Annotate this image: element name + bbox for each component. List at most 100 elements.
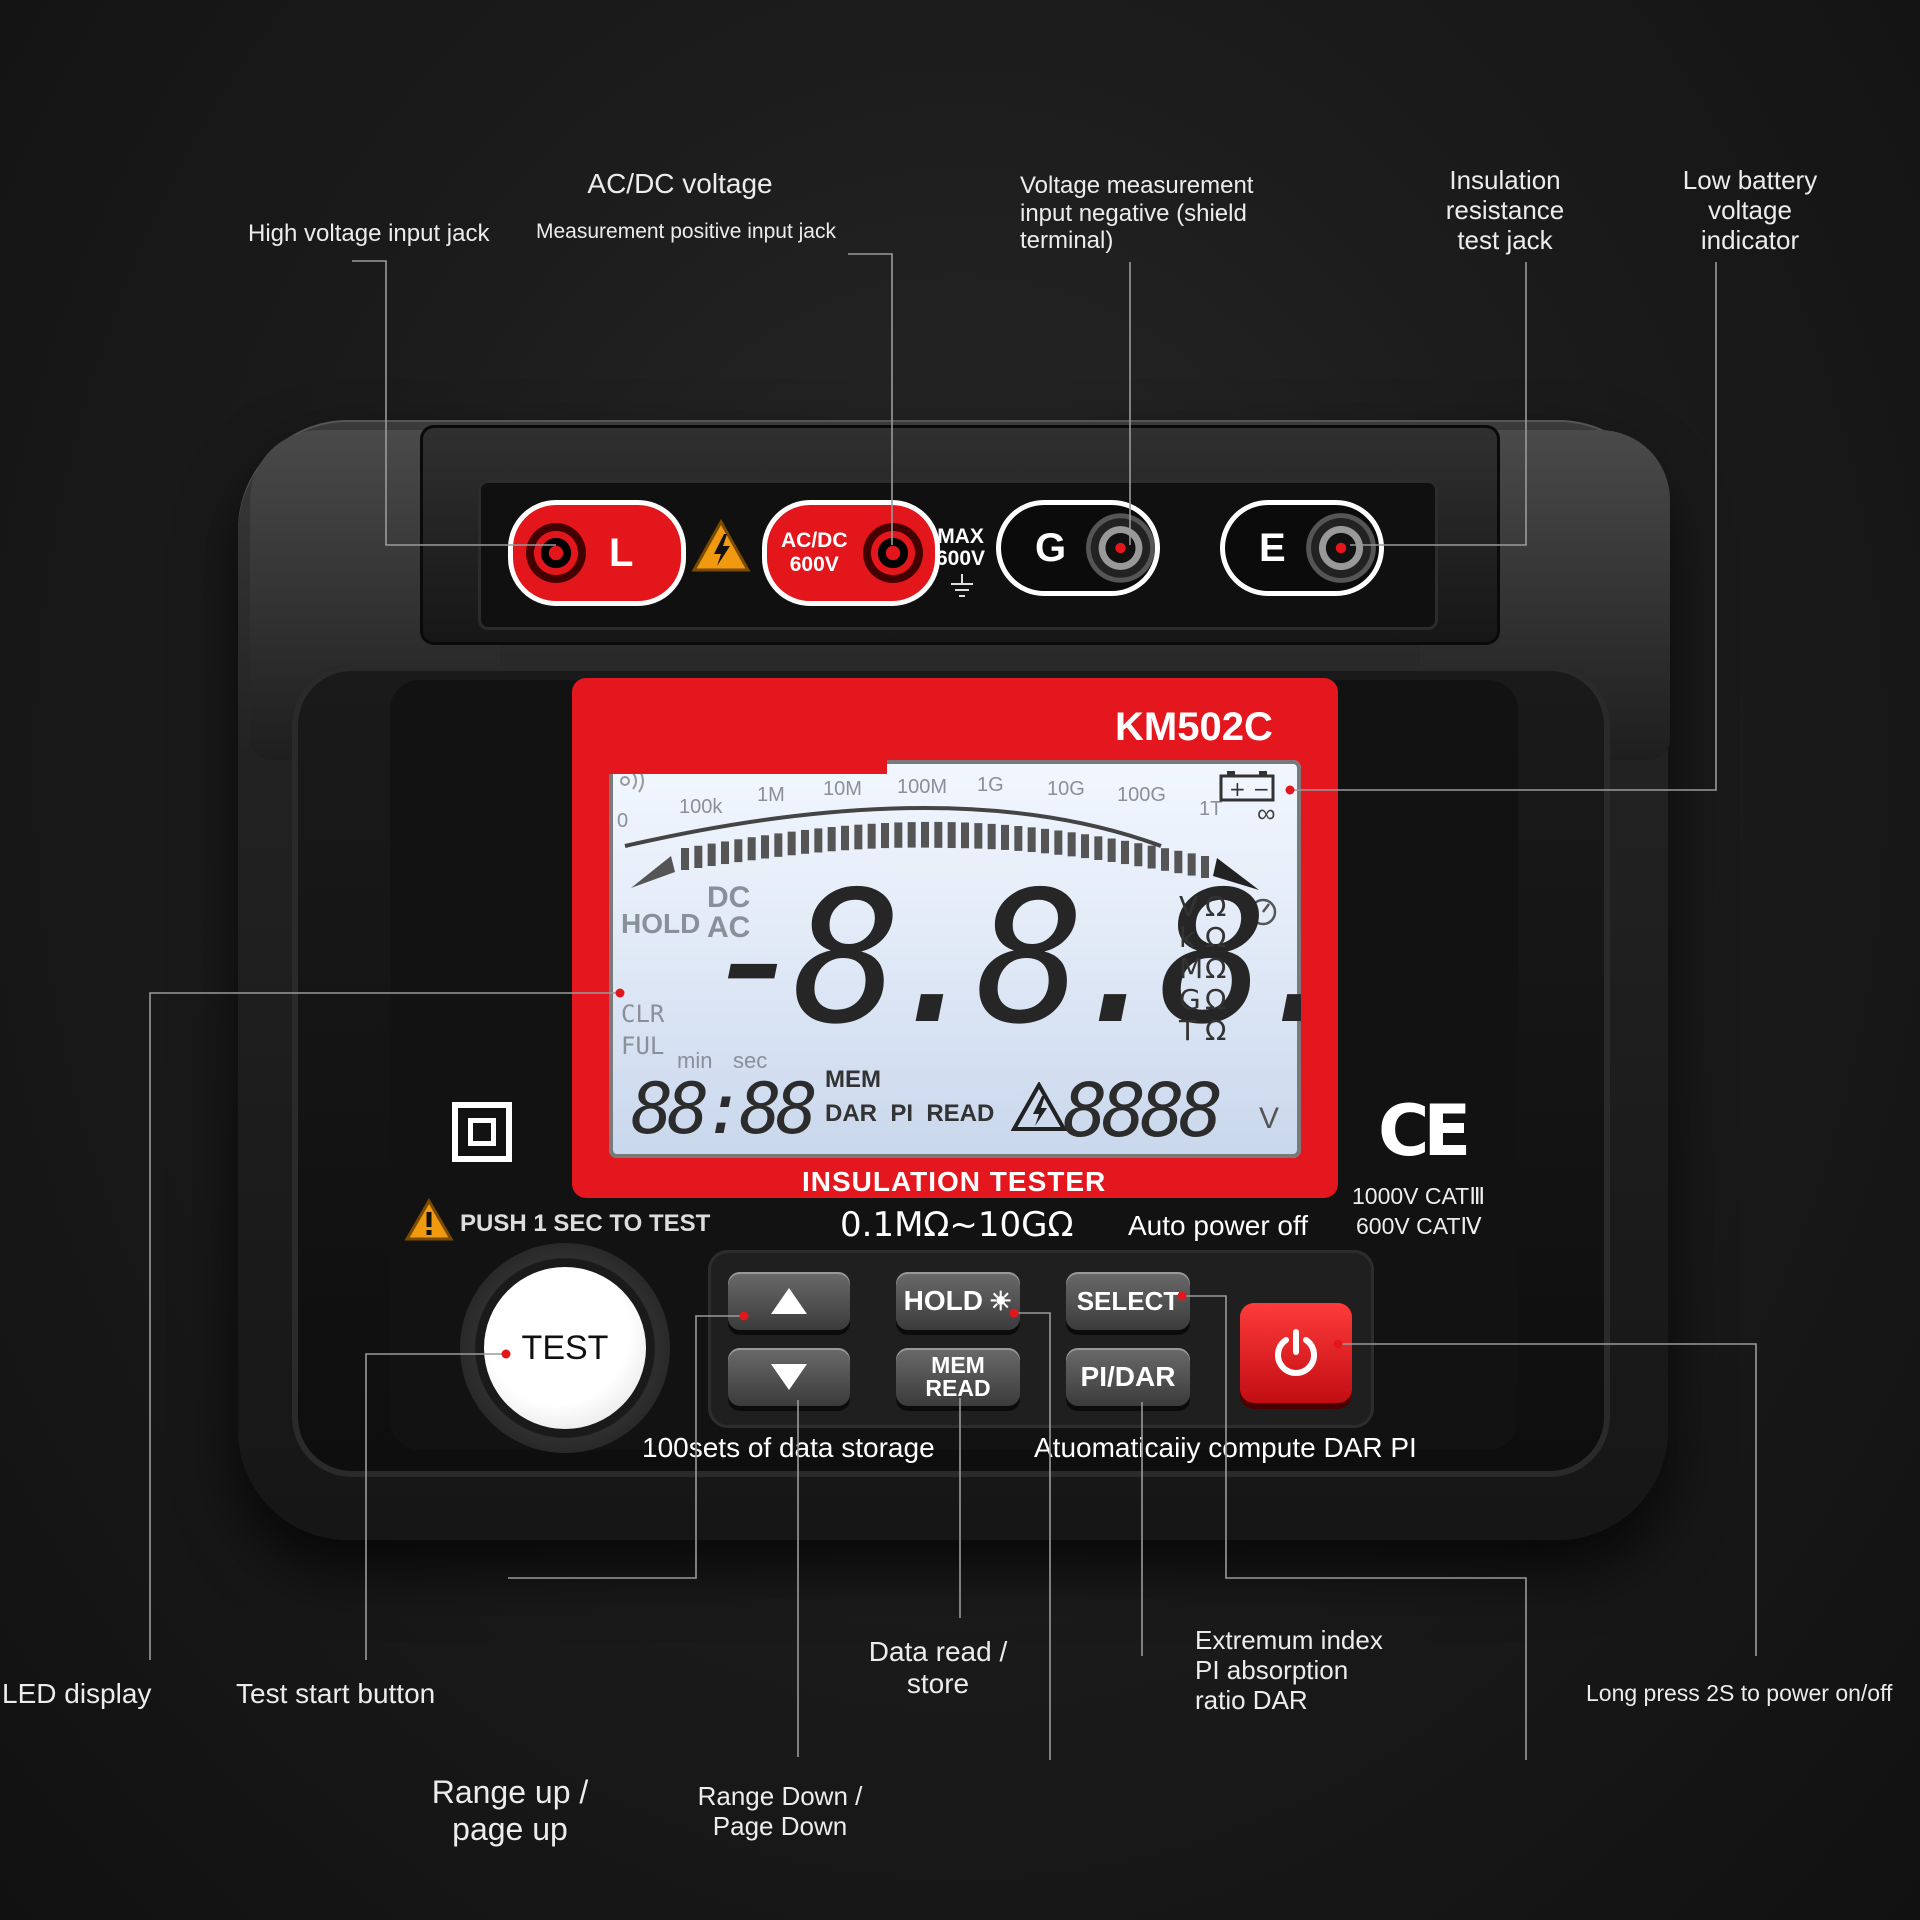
ann-power: Long press 2S to power on/off [1586, 1680, 1893, 1706]
dot-up [739, 1311, 749, 1321]
bar-segment [987, 823, 996, 850]
ann-data-read-2: store [906, 1668, 970, 1700]
ann-data-read: Data read / store [838, 1636, 1038, 1700]
ann-insulation-3: test jack [1457, 224, 1553, 255]
bar-segment [867, 823, 876, 849]
ann-range-down-1: Range Down / [697, 1781, 863, 1811]
scale-label: 1G [977, 774, 1004, 796]
e-label: E [1259, 525, 1286, 570]
scale-zero: 0 [617, 810, 629, 832]
unit-symbol: Ω [1205, 983, 1227, 1016]
ann-battery-3: indicator [1700, 224, 1800, 255]
bar-segment [1054, 830, 1063, 855]
bar-segment [881, 823, 889, 849]
power-icon [1275, 1329, 1317, 1376]
test-button[interactable]: TEST [484, 1267, 646, 1429]
l-jack: L [508, 500, 686, 606]
unit-symbol: Ω [1205, 952, 1227, 985]
insulation-tester-label: INSULATION TESTER [802, 1166, 1107, 1197]
voltage-unit: V [1259, 1102, 1280, 1135]
bar-segment [707, 843, 716, 867]
bar-segment [961, 822, 969, 849]
dc-indicator: DC [707, 881, 751, 914]
bar-segment [1014, 826, 1023, 851]
g-label: G [1035, 525, 1067, 570]
battery-icon: + − [1219, 771, 1275, 802]
bar-segment [1161, 848, 1169, 871]
dar-pi-read-indicator: DAR PI READ [825, 1100, 995, 1127]
unit-symbol: M [1179, 952, 1204, 985]
range-up-button[interactable] [728, 1272, 850, 1330]
power-button[interactable] [1240, 1303, 1352, 1403]
bar-segment [1067, 832, 1076, 857]
read-button-label: READ [925, 1375, 991, 1401]
arrow-down-icon [771, 1364, 807, 1390]
bar-segment [787, 831, 796, 856]
ann-extremum-1: Extremum index [1195, 1625, 1383, 1655]
ann-range-down: Range Down / Page Down [680, 1781, 880, 1842]
pi-dar-button[interactable]: PI/DAR [1066, 1348, 1190, 1406]
ann-voltage-negative: Voltage measurement input negative (shie… [1020, 172, 1253, 255]
bar-segment [1107, 838, 1116, 862]
model-name: KM502C [1115, 705, 1273, 749]
bar-segment [1001, 824, 1009, 850]
scale-label: 100k [679, 796, 723, 818]
range-down-button[interactable] [728, 1348, 850, 1406]
ann-voltage-negative-3: terminal) [1020, 227, 1114, 255]
e-jack: E [1220, 500, 1384, 596]
mem-button-label: MEM [931, 1352, 985, 1378]
ann-insulation-2: resistance [1445, 194, 1565, 225]
bar-segment [1094, 836, 1103, 860]
backlight-icon: ☀ [989, 1286, 1013, 1316]
bar-segment [814, 828, 823, 853]
bar-segment [1187, 853, 1196, 876]
select-button[interactable]: SELECT [1066, 1272, 1190, 1330]
ann-battery-1: Low battery [1682, 165, 1818, 195]
scale-infinity: ∞ [1257, 798, 1276, 828]
bar-segment [974, 823, 983, 849]
bar-segment [801, 829, 809, 854]
bar-segment [1134, 843, 1143, 867]
ann-high-voltage: High voltage input jack [248, 220, 490, 247]
scale-label: 100G [1117, 784, 1166, 806]
ann-low-battery: Low battery voltage indicator [1650, 165, 1850, 256]
l-socket [521, 518, 591, 588]
ground-icon [951, 574, 973, 597]
max-voltage-label: MAX 600V [936, 525, 986, 571]
bar-segment [774, 833, 783, 857]
ann-extremum: Extremum index PI absorption ratio DAR [1195, 1625, 1383, 1716]
mem-read-button[interactable]: MEM READ [896, 1348, 1020, 1406]
ann-insulation-jack: Insulation resistance test jack [1400, 165, 1610, 256]
clr-indicator: CLR [621, 1000, 665, 1028]
ann-range-up-1: Range up / [431, 1774, 589, 1810]
ann-acdc-sub: Measurement positive input jack [536, 220, 836, 243]
ann-acdc-title: AC/DC voltage [587, 168, 773, 199]
ann-range-down-2: Page Down [712, 1810, 848, 1841]
scale-label: 1M [757, 784, 785, 806]
bar-segment [934, 821, 943, 848]
sec-label: sec [733, 1048, 768, 1073]
dot-select [1177, 1291, 1187, 1301]
e-socket [1305, 513, 1376, 583]
bar-segment [734, 839, 743, 863]
ann-extremum-3: ratio DAR [1195, 1684, 1308, 1715]
max-voltage: 600V [936, 547, 986, 571]
acdc-label-1: AC/DC [781, 528, 848, 552]
push-to-test-label: PUSH 1 SEC TO TEST [460, 1210, 711, 1237]
bar-segment [841, 825, 849, 851]
cat-rating-1: 1000V CATⅢ [1352, 1183, 1486, 1209]
analog-bargraph [624, 806, 1277, 926]
auto-power-off-label: Auto power off [1128, 1210, 1309, 1241]
acdc-label-2: 600V [789, 553, 839, 576]
unit-symbol: G [1179, 983, 1201, 1016]
hold-button[interactable]: HOLD ☀ [896, 1272, 1020, 1330]
ann-range-up: Range up / page up [400, 1774, 620, 1848]
unit-symbol: V [1179, 890, 1199, 923]
g-socket [1086, 513, 1155, 583]
